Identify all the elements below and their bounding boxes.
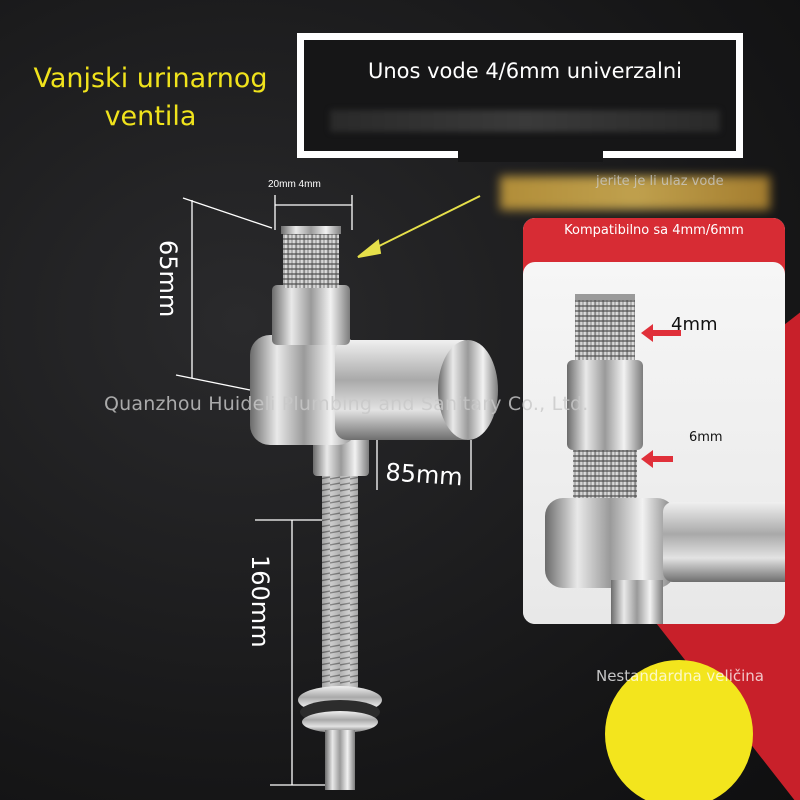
blurred-strip	[330, 110, 720, 132]
inlet-thread	[283, 230, 339, 288]
compatibility-card: Kompatibilno sa 4mm/6mm 4mm 6mm	[523, 218, 785, 624]
push-button[interactable]	[438, 340, 498, 440]
size-badge-text: Nestandardna veličina	[595, 667, 764, 685]
dim-top-width: 20mm 4mm	[268, 179, 321, 190]
upper-nut	[272, 285, 350, 345]
button-housing	[335, 340, 475, 440]
product-title: Vanjski urinarnog ventila	[33, 63, 268, 132]
pointer-arrow	[357, 195, 481, 258]
size-badge	[605, 660, 753, 800]
frame-gap	[458, 150, 603, 162]
card-heading: Kompatibilno sa 4mm/6mm	[564, 223, 744, 238]
label-4mm: 4mm	[671, 314, 718, 335]
gold-strip	[500, 176, 770, 210]
dim-height-pipe: 160mm	[246, 555, 274, 648]
valve-body	[250, 335, 358, 445]
label-6mm: 6mm	[689, 430, 723, 445]
watermark: Quanzhou Huideli Plumbing and Sanitary C…	[104, 393, 589, 415]
closeup-illustration	[545, 294, 785, 624]
blurred-hint: jerite je li ulaz vode	[596, 174, 724, 189]
frame-text: Unos vode 4/6mm univerzalni	[367, 59, 683, 83]
card-body	[523, 262, 785, 624]
dim-height-top: 65mm	[154, 240, 182, 317]
dim-width-side: 85mm	[385, 458, 464, 491]
